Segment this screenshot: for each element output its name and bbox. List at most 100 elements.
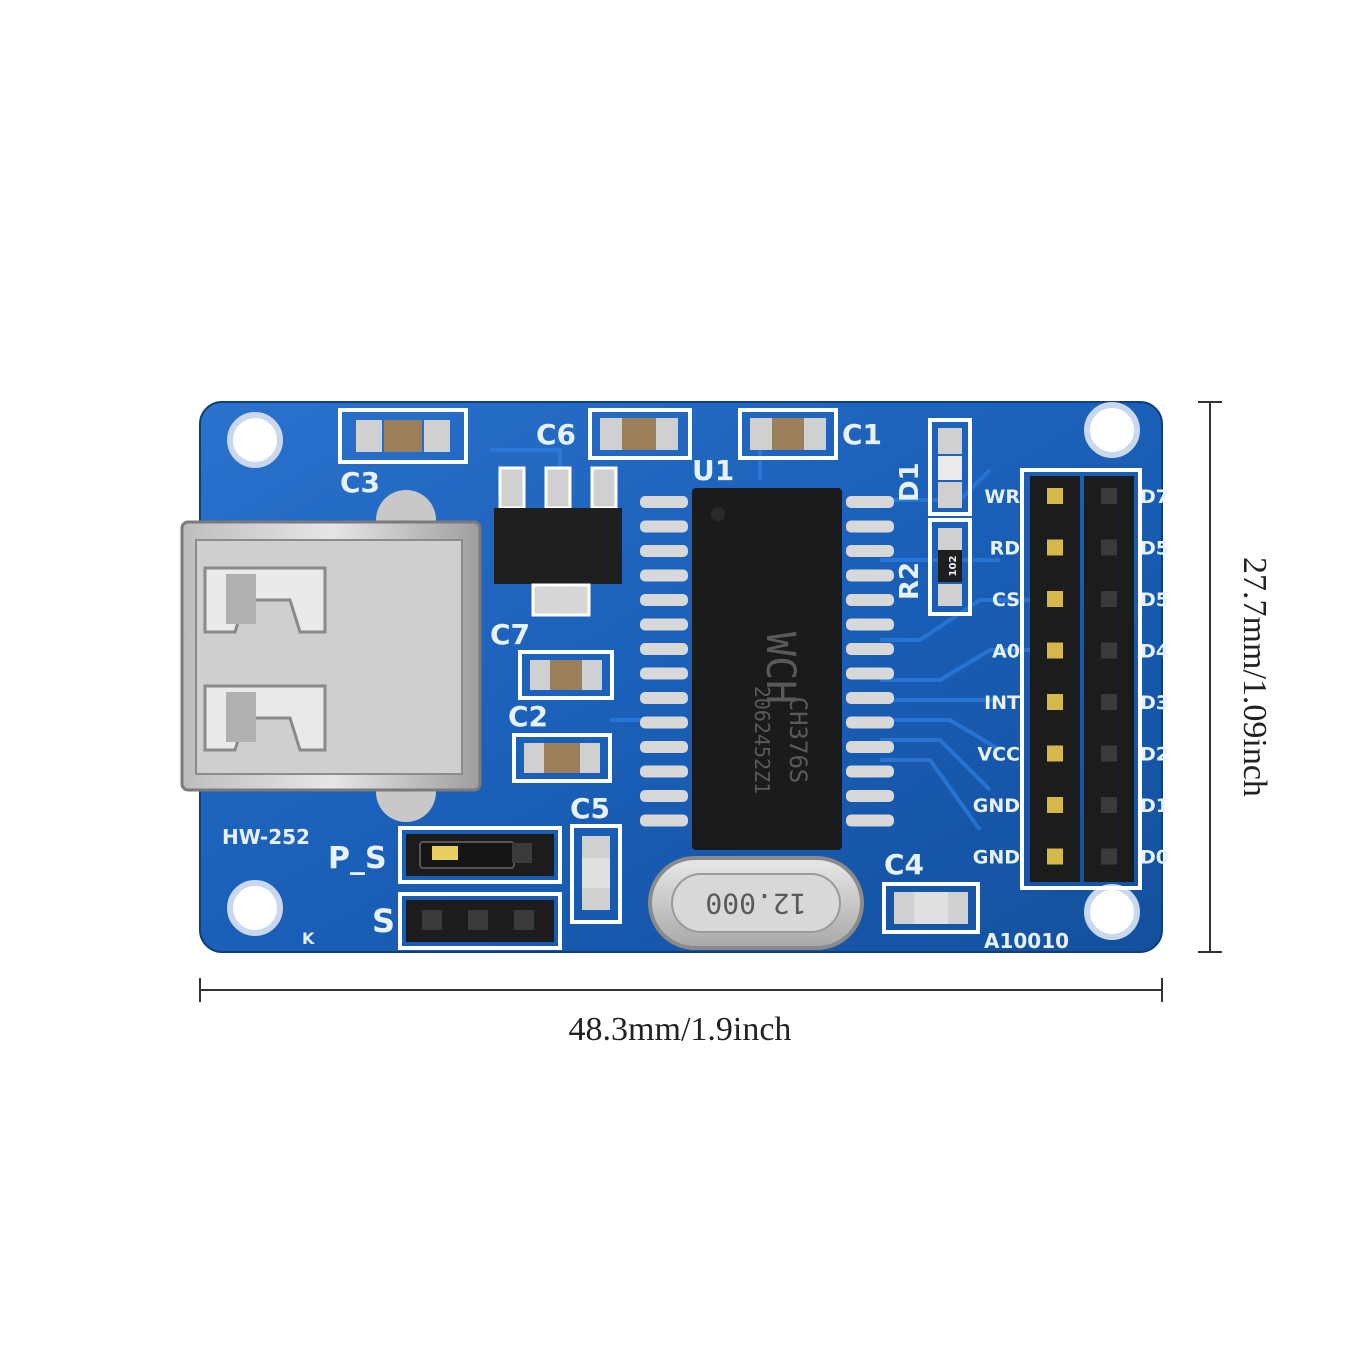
capacitor-c5: [570, 824, 622, 924]
pin-label-left: GND: [973, 847, 1020, 869]
pin-header-2x8: [1020, 468, 1142, 890]
chip-pin: [640, 520, 688, 533]
pin-label-right: D5: [1140, 538, 1169, 560]
label-mark: K: [302, 929, 315, 948]
chip-pin: [640, 741, 688, 753]
chip-pin: [846, 496, 894, 508]
label-board-model: HW-252: [222, 825, 310, 849]
chip-pin: [846, 741, 894, 753]
header-pin: [1101, 848, 1117, 865]
pin-label-right: D3: [1140, 692, 1169, 714]
header-pin: [1047, 797, 1063, 813]
capacitor-c1: [738, 408, 838, 460]
pin-label-left: VCC: [977, 744, 1020, 766]
label-c4: C4: [884, 848, 924, 881]
label-r2: R2: [895, 562, 925, 600]
chip-pin: [640, 692, 688, 704]
pin-label-left: RD: [990, 538, 1020, 560]
label-c3: C3: [340, 466, 380, 499]
label-c1: C1: [842, 418, 882, 451]
usb-a-connector: [180, 490, 482, 822]
pin-label-right: D1: [1140, 795, 1169, 817]
header-pin: [1047, 488, 1063, 504]
chip-pin: [640, 643, 688, 655]
chip-part-number: CH376S: [784, 697, 812, 784]
header-pin: [1101, 745, 1117, 762]
header-pin: [1047, 694, 1063, 710]
label-c7: C7: [490, 618, 530, 651]
label-c6: C6: [536, 418, 576, 451]
voltage-regulator: [494, 466, 622, 617]
chip-pin: [846, 594, 894, 606]
chip-pin: [846, 765, 894, 778]
pin-label-left: GND: [973, 795, 1020, 817]
chip-date-code: 2062452Z1: [750, 686, 774, 794]
capacitor-c3: [338, 408, 468, 464]
chip-pin: [846, 520, 894, 533]
chip-pin: [846, 692, 894, 704]
crystal-oscillator: 12.000: [648, 856, 864, 950]
label-c5: C5: [570, 792, 610, 825]
mounting-hole-bottom-left: [227, 880, 283, 936]
mounting-hole-top-left: [227, 412, 283, 468]
header-pin: [1101, 642, 1117, 659]
pin-label-right: D0: [1140, 847, 1169, 869]
header-pin: [1101, 488, 1117, 504]
chip-pin: [640, 545, 688, 557]
chip-pin: [846, 790, 894, 802]
header-pin: [1101, 694, 1117, 710]
width-label: 48.3mm/1.9inch: [569, 1011, 792, 1048]
chip-pin: [846, 667, 894, 680]
label-c2: C2: [508, 700, 548, 733]
label-revision: A10010: [984, 929, 1069, 953]
pin-label-right: D4: [1140, 641, 1169, 663]
pin-label-left: A0: [992, 641, 1020, 663]
pin-label-right: D2: [1140, 744, 1169, 766]
pin-label-right: D7: [1140, 486, 1169, 508]
header-pin: [1047, 539, 1063, 556]
height-dimension: 27.7mm/1.09inch: [1198, 401, 1273, 953]
capacitor-c2: [512, 733, 612, 783]
label-p-s: P_S: [328, 841, 387, 876]
chip-pin: [640, 618, 688, 631]
resistor-marking: 102: [948, 556, 959, 577]
crystal-label: 12.000: [705, 887, 806, 920]
chip-pin: [846, 643, 894, 655]
label-d1: D1: [895, 462, 925, 502]
jumper-header-ps: [398, 826, 562, 884]
chip-pin: [640, 496, 688, 508]
width-dimension: 48.3mm/1.9inch: [199, 978, 1163, 1048]
pin-label-left: INT: [984, 692, 1020, 714]
jumper-header-s: [398, 892, 562, 950]
mounting-hole-bottom-right: [1084, 884, 1140, 940]
chip-pin: [640, 667, 688, 680]
chip-pin: [846, 814, 894, 827]
capacitor-c6: [588, 408, 692, 460]
chip-pin: [846, 618, 894, 631]
header-pin: [1101, 591, 1117, 607]
header-pin: [1047, 591, 1063, 607]
header-pin: [1047, 848, 1063, 865]
pin-label-left: WR: [984, 486, 1020, 508]
header-pin: [1047, 745, 1063, 762]
chip-pin: [640, 594, 688, 606]
chip-pin: [640, 716, 688, 729]
label-u1: U1: [692, 454, 734, 487]
header-pin: [1047, 642, 1063, 659]
chip-pin: [640, 765, 688, 778]
pin-label-right: D5: [1140, 589, 1169, 611]
ch376s-chip: WCH CH376S 2062452Z1: [640, 488, 894, 850]
height-label: 27.7mm/1.09inch: [1236, 557, 1273, 797]
chip-pin: [846, 716, 894, 729]
label-s: S: [372, 902, 395, 940]
chip-pin: [640, 569, 688, 582]
resistor-r2: 102: [928, 518, 972, 616]
capacitor-c4: [882, 882, 980, 934]
chip-pin: [640, 790, 688, 802]
pin-label-left: CS: [992, 589, 1020, 611]
led-d1: [928, 418, 972, 516]
capacitor-c7: [518, 650, 614, 700]
mounting-hole-top-right: [1084, 402, 1140, 458]
header-pin: [1101, 539, 1117, 556]
